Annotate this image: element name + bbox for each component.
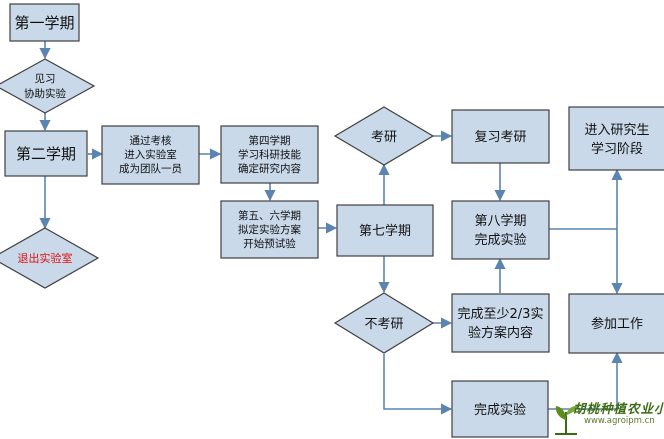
- node-semester-2: 第二学期: [4, 130, 88, 177]
- semester-1-label: 第一学期: [14, 14, 74, 32]
- exam-label: 考研: [371, 130, 397, 145]
- pass-line-3: 成为团队一员: [119, 162, 182, 175]
- node-pass-assessment: 通过考核 进入实验室 成为团队一员: [101, 125, 200, 185]
- node-semester-4: 第四学期 学习科研技能 确定研究内容: [220, 125, 319, 184]
- watermark: 胡桃种植农业小组 www.agroipm.cn: [551, 396, 664, 439]
- quit-lab-label: 退出实验室: [18, 251, 73, 265]
- node-go-to-work: 参加工作: [568, 293, 664, 354]
- seedling-icon: [555, 405, 579, 435]
- grad-line-1: 进入研究生: [584, 123, 649, 138]
- sem8-line-1: 第八学期: [474, 213, 526, 229]
- sem4-line-2: 学习科研技能: [238, 148, 301, 161]
- node-observe-assist: 见习 协助实验: [0, 58, 96, 114]
- node-semester-5-6: 第五、六学期 拟定实验方案 开始预试验: [220, 200, 319, 259]
- no-exam-label: 不考研: [364, 317, 403, 332]
- sem56-line-2: 拟定实验方案: [238, 223, 301, 236]
- sem4-line-1: 第四学期: [249, 134, 291, 147]
- sem56-line-3: 开始预试验: [243, 237, 296, 250]
- semester-7-label: 第七学期: [359, 223, 411, 239]
- node-semester-1: 第一学期: [9, 3, 80, 42]
- node-review-exam: 复习考研: [451, 109, 550, 164]
- node-semester-8: 第八学期 完成实验: [451, 200, 550, 260]
- node-exam-decision: 考研: [333, 106, 435, 166]
- node-quit-lab: 退出实验室: [0, 227, 100, 289]
- work-label: 参加工作: [591, 316, 643, 332]
- semester-2-label: 第二学期: [16, 145, 76, 163]
- node-semester-7: 第七学期: [336, 204, 434, 257]
- two-thirds-line-1: 完成至少2/3实: [458, 307, 544, 322]
- sem56-line-1: 第五、六学期: [238, 209, 301, 222]
- node-graduate-study: 进入研究生 学习阶段: [568, 106, 664, 171]
- node-two-thirds: 完成至少2/3实 验方案内容: [451, 293, 550, 353]
- two-thirds-line-2: 验方案内容: [468, 325, 533, 341]
- review-label: 复习考研: [474, 130, 526, 145]
- observe-line-1: 见习: [35, 73, 56, 85]
- watermark-url: www.agroipm.cn: [584, 416, 655, 426]
- sem4-line-3: 确定研究内容: [238, 162, 301, 175]
- pass-line-1: 通过考核: [130, 134, 172, 147]
- grad-line-2: 学习阶段: [591, 141, 643, 157]
- node-no-exam-decision: 不考研: [333, 292, 435, 354]
- sem8-line-2: 完成实验: [474, 232, 526, 248]
- edge-noexam-finish: [383, 354, 453, 415]
- connectors: [39, 41, 623, 415]
- watermark-title: 胡桃种植农业小组: [573, 401, 664, 416]
- pass-line-2: 进入实验室: [124, 148, 177, 161]
- observe-line-2: 协助实验: [24, 87, 66, 100]
- node-finish-experiment: 完成实验: [451, 380, 549, 438]
- finish-label: 完成实验: [474, 402, 526, 418]
